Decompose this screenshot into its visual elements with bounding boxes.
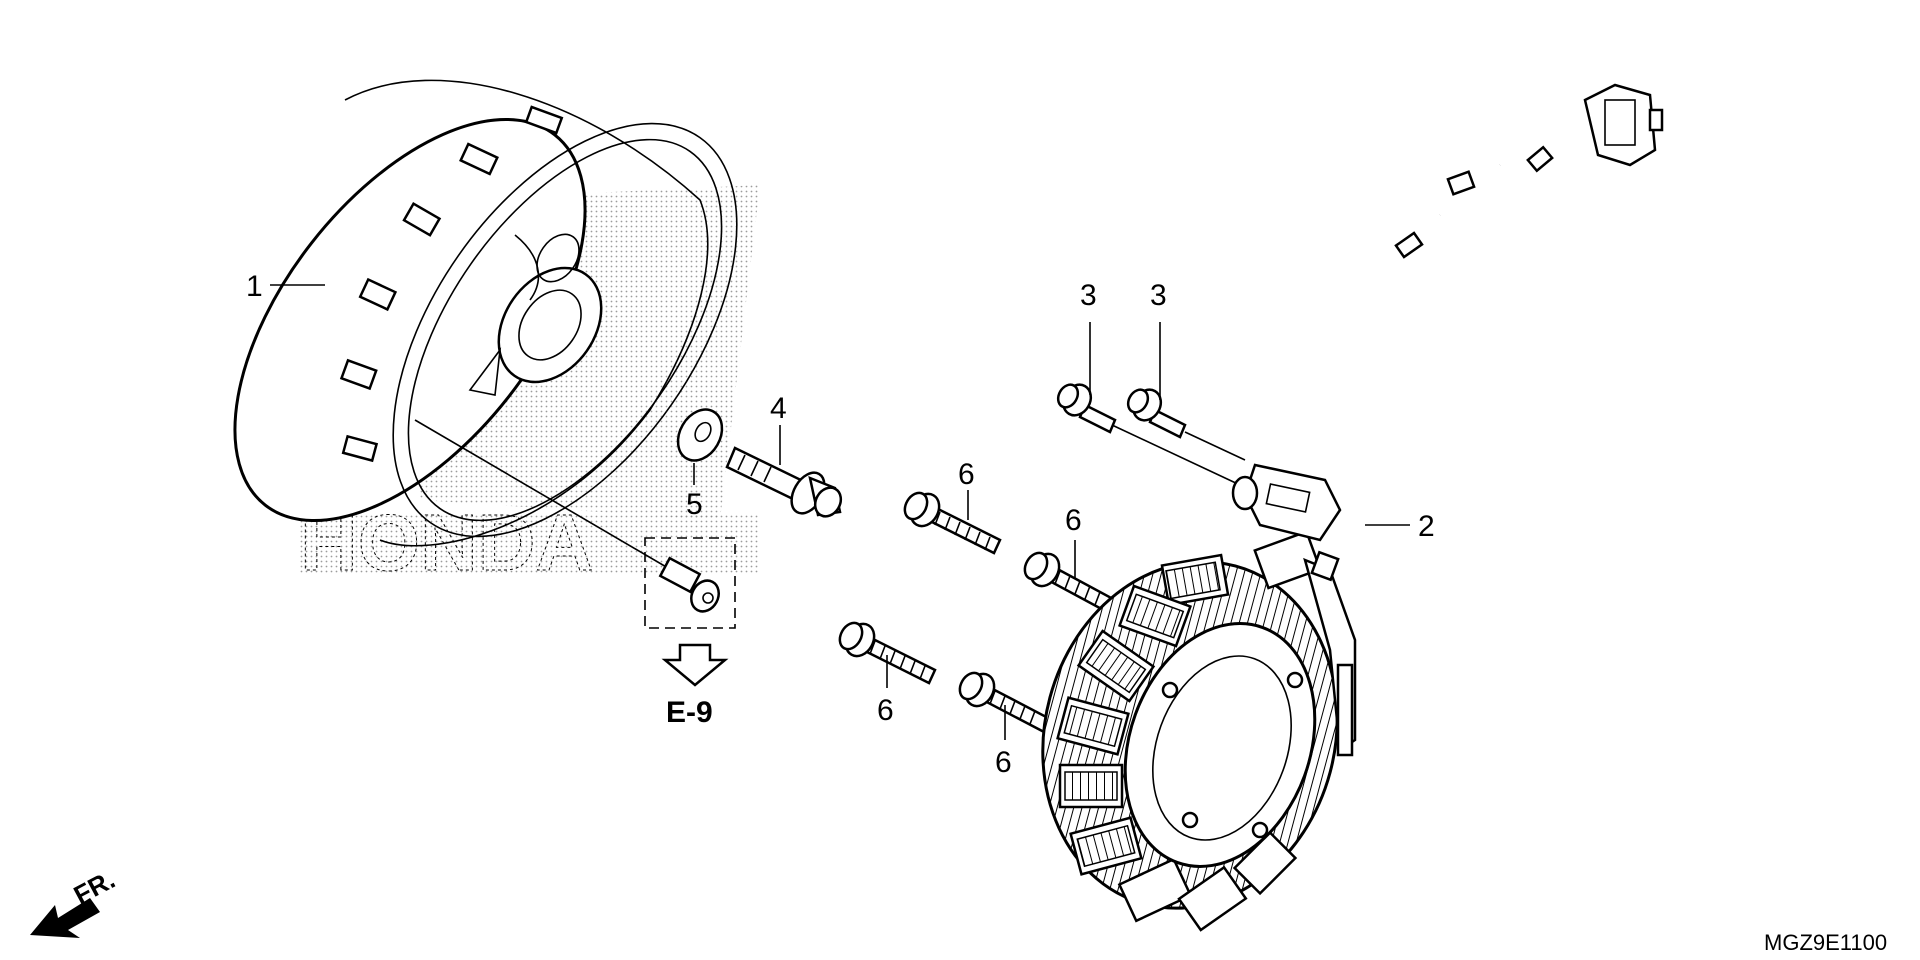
stator-part bbox=[1041, 83, 1664, 932]
diagram-code: MGZ9E1100 bbox=[1764, 930, 1887, 955]
stator-bolt-a bbox=[903, 491, 1002, 555]
callout-6c: 6 bbox=[877, 694, 894, 727]
stator-bolt-c bbox=[838, 621, 937, 685]
front-label: FR. bbox=[69, 864, 120, 910]
callout-1: 1 bbox=[246, 270, 263, 303]
bolt-3a bbox=[1056, 383, 1117, 434]
callout-6d: 6 bbox=[995, 746, 1012, 779]
callout-3a: 3 bbox=[1080, 279, 1097, 312]
callout-5: 5 bbox=[686, 488, 703, 521]
washer-part bbox=[676, 408, 724, 462]
reference-box bbox=[644, 537, 736, 629]
callout-6b: 6 bbox=[1065, 504, 1082, 537]
stator-bolt-b bbox=[1023, 551, 1117, 615]
callout-4: 4 bbox=[770, 392, 787, 425]
socket-bolt bbox=[658, 556, 720, 613]
flywheel-windows bbox=[339, 105, 564, 463]
front-arrow-icon bbox=[30, 898, 100, 938]
callout-3b: 3 bbox=[1150, 279, 1167, 312]
reference-label: E-9 bbox=[666, 696, 713, 729]
callout-6a: 6 bbox=[958, 458, 975, 491]
callout-2: 2 bbox=[1418, 510, 1435, 543]
flywheel-part bbox=[233, 79, 738, 547]
bolt-3b bbox=[1126, 388, 1187, 439]
stator-bolt-d bbox=[958, 671, 1054, 735]
flange-bolt-part bbox=[725, 446, 843, 518]
reference-arrow-icon bbox=[661, 643, 729, 687]
